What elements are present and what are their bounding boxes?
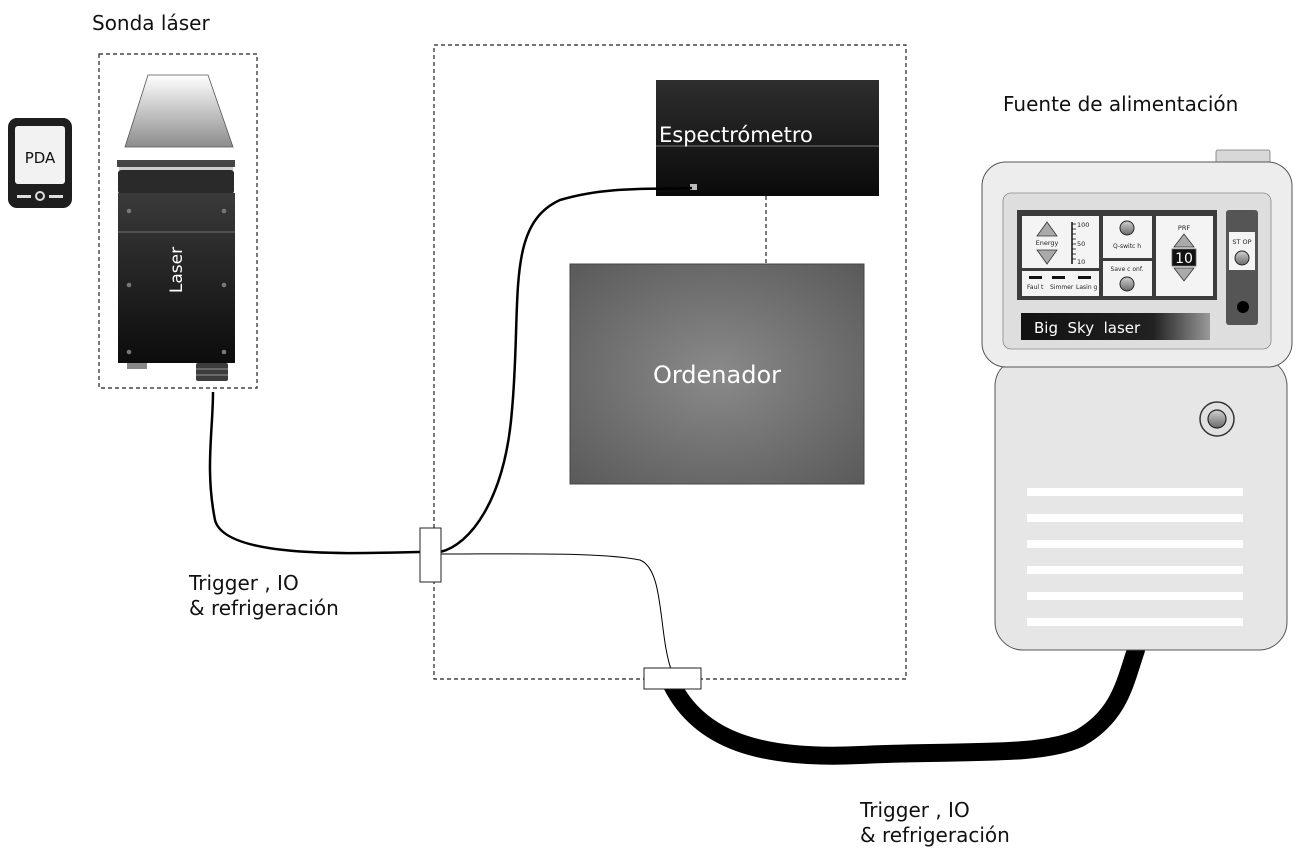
scale-100: 100 — [1077, 221, 1089, 229]
connector-bottom — [643, 667, 702, 690]
pda-device: PDA — [8, 118, 72, 208]
spectrometer: Espectrómetro — [656, 80, 879, 196]
connector-left — [419, 527, 442, 583]
computer: Ordenador — [569, 263, 865, 485]
thin-cable — [439, 553, 673, 673]
prf-down-icon — [1173, 267, 1195, 282]
control-panel: Energy 100 50 10 Faul t Simmer Lasin g Q… — [1017, 210, 1258, 340]
cable-label-1-line2: & refrigeración — [189, 596, 339, 620]
cable-label-2-line2: & refrigeración — [860, 823, 1010, 847]
indicator-light — [1237, 301, 1249, 313]
status-simmer: Simmer — [1050, 284, 1074, 291]
scale-10: 10 — [1077, 258, 1085, 266]
status-fault: Faul t — [1027, 284, 1044, 291]
cable-label-1-line1: Trigger , IO — [188, 571, 299, 595]
computer-label: Ordenador — [653, 361, 781, 389]
laser-head: Laser — [117, 74, 235, 381]
status-lasing: Lasin g — [1076, 284, 1098, 291]
probe-title: Sonda láser — [92, 11, 210, 35]
probe-boundary — [98, 53, 258, 389]
energy-label: Energy — [1036, 239, 1059, 247]
probe-cable — [208, 391, 421, 555]
prf-up-icon — [1173, 233, 1195, 248]
prf-value: 10 — [1175, 251, 1193, 267]
qswitch-label: Q-switc h — [1113, 243, 1141, 250]
laser-label: Laser — [167, 247, 187, 293]
spectrometer-fiber — [439, 186, 693, 554]
scale-50: 50 — [1077, 240, 1085, 248]
vent-grille — [1027, 488, 1243, 626]
prf-label: PRF — [1178, 224, 1190, 232]
power-cable — [663, 641, 1145, 765]
power-supply-title: Fuente de alimentación — [1003, 92, 1238, 116]
stop-button — [1234, 250, 1250, 266]
cable-label-2-line1: Trigger , IO — [859, 798, 970, 822]
save-conf-label: Save c onf. — [1111, 266, 1144, 273]
energy-up-icon — [1036, 221, 1058, 237]
stop-label: ST OP — [1232, 238, 1251, 246]
pda-label: PDA — [25, 149, 56, 167]
energy-down-icon — [1036, 249, 1058, 265]
qswitch-button — [1119, 220, 1135, 236]
spectrometer-label: Espectrómetro — [659, 123, 813, 147]
brand-label: Big Sky laser — [1034, 319, 1141, 337]
save-conf-button — [1119, 276, 1135, 292]
